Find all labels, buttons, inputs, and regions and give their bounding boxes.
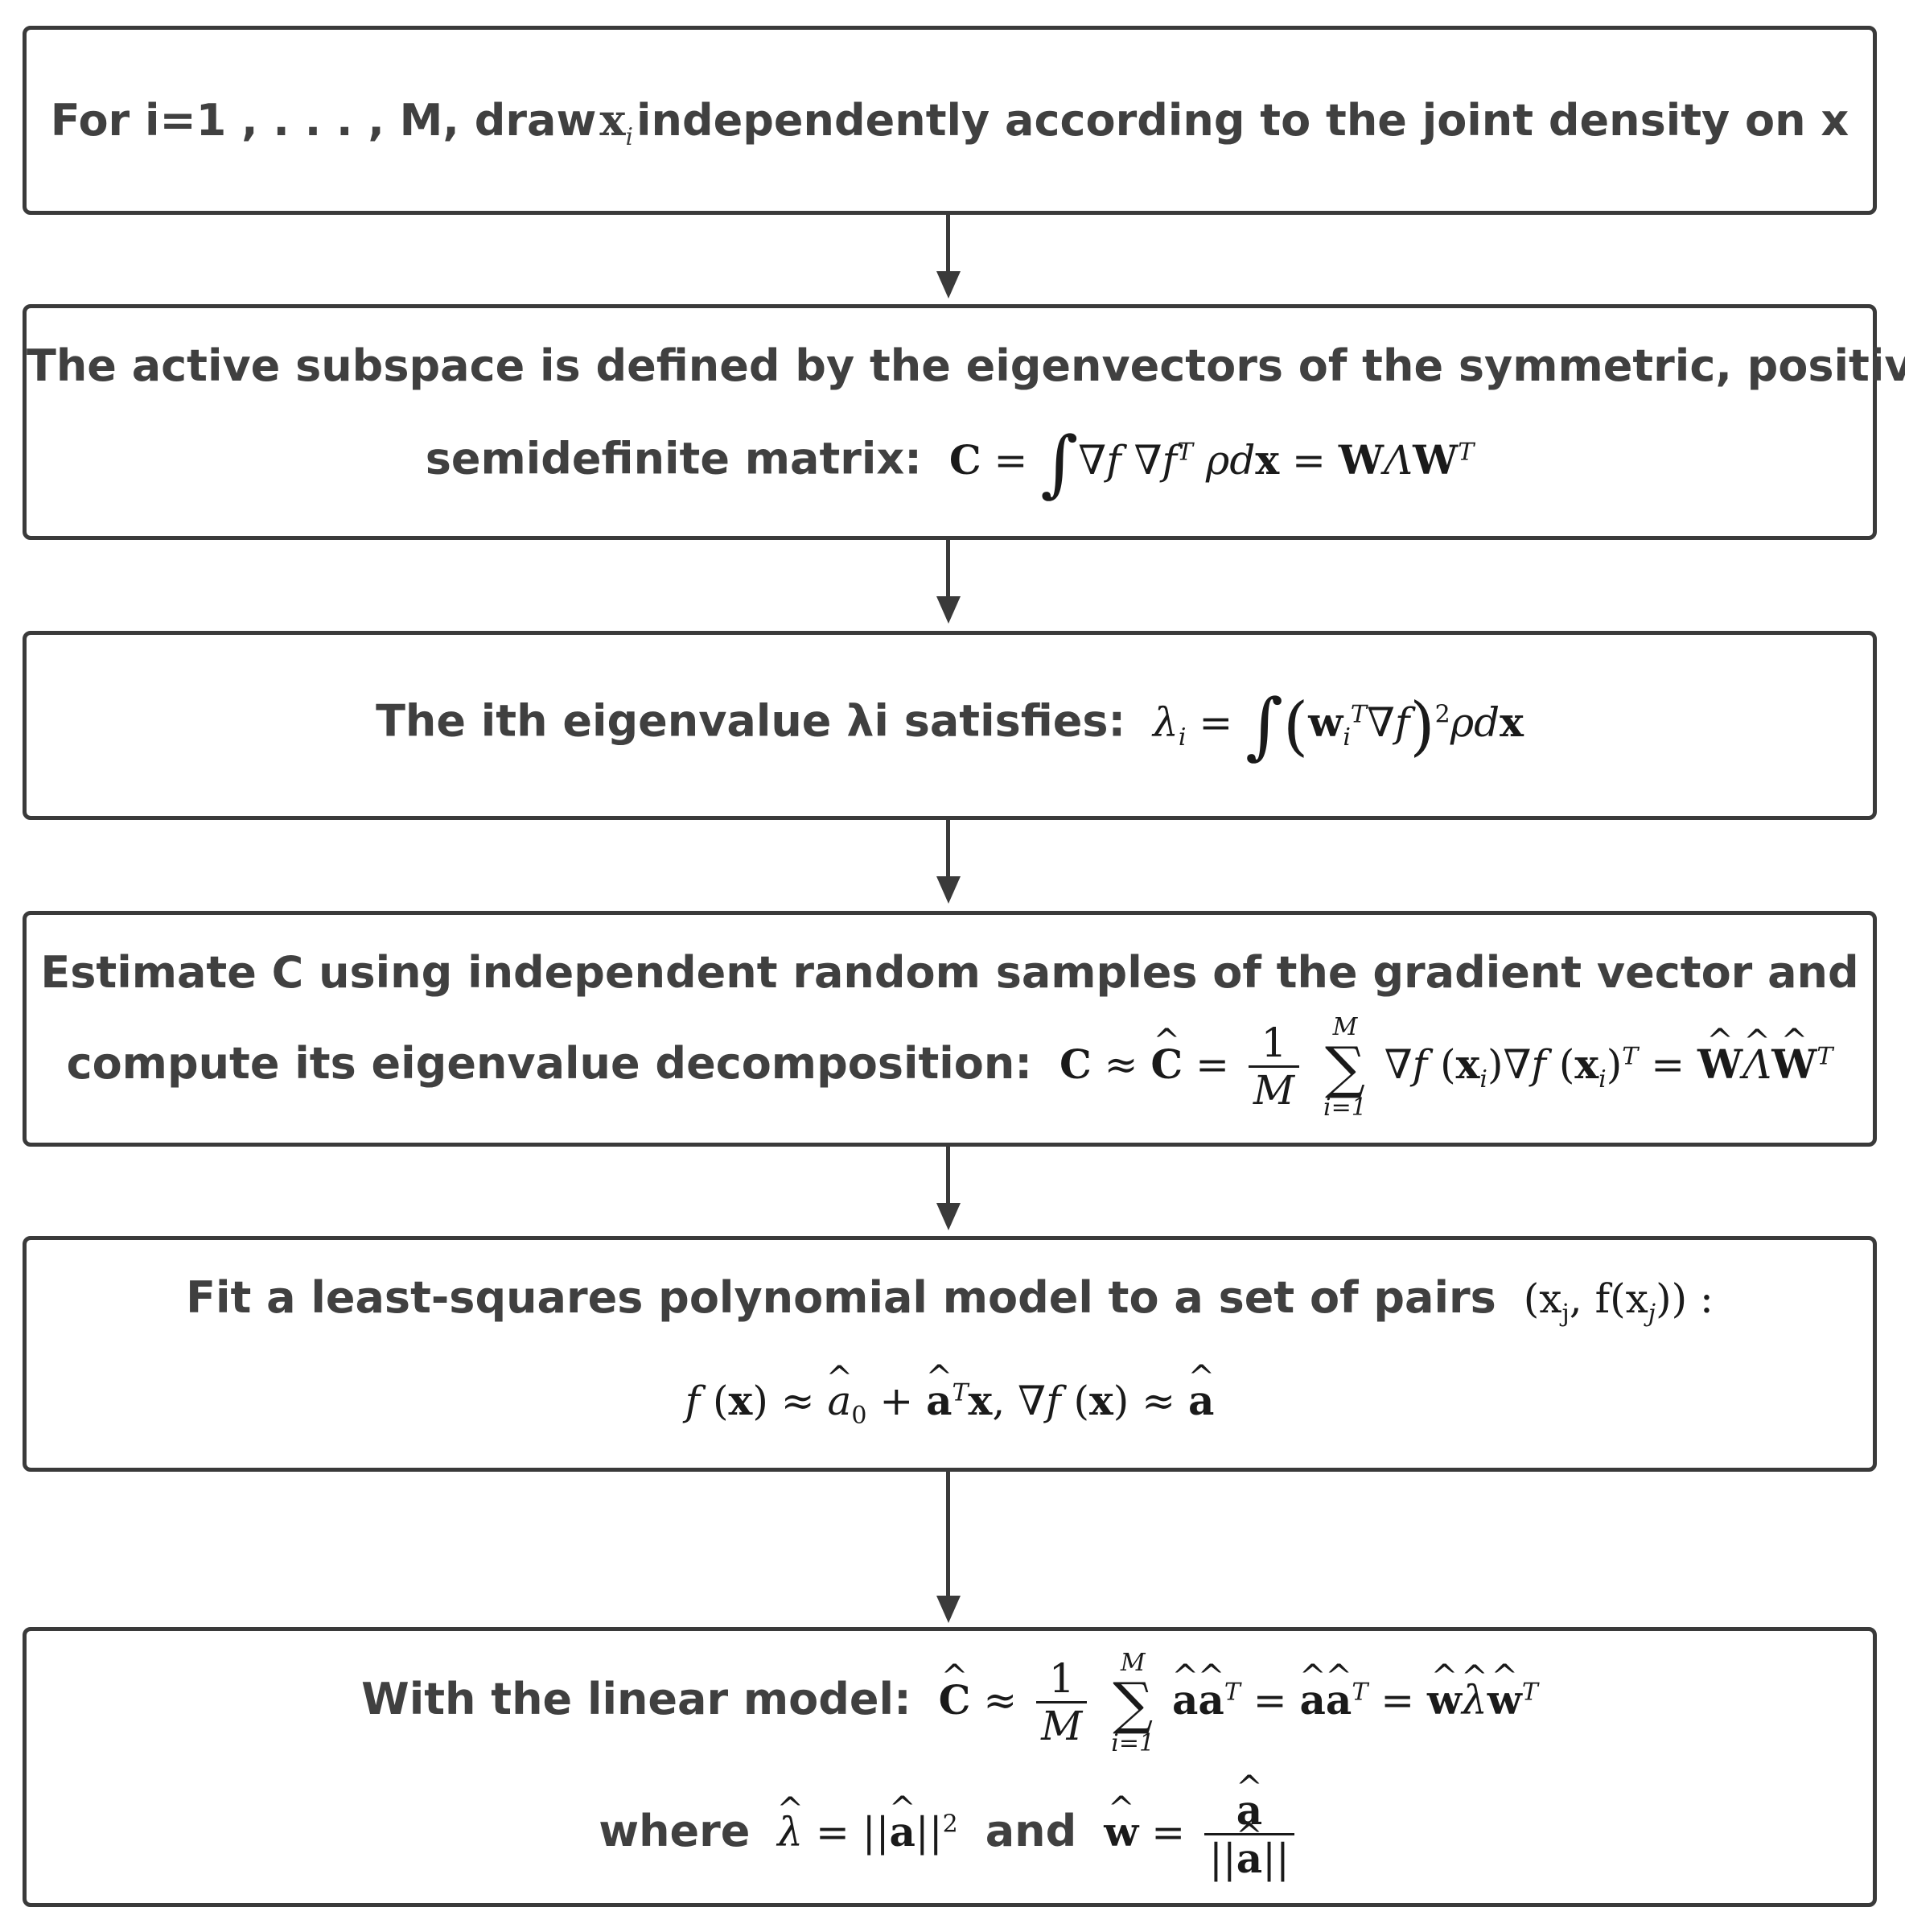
step-5-line-1: Fit a least-squares polynomial model to … [186,1272,1714,1328]
eigenvalue-formula: λi = ∫(wiT∇f)2ρdx [1153,683,1524,768]
covariance-formula: C = ∫∇f ∇fT ρdx = WΛWT [948,421,1475,505]
step-6-line-2: where λ = ||a||2 and w = a||a|| [27,1788,1873,1883]
step-2-line-2: semidefinite matrix: C = ∫∇f ∇fT ρdx = W… [425,421,1475,505]
step-1-text: For i=1 , . . . , M, draw [50,95,597,146]
step-1-box: For i=1 , . . . , M, draw xi independent… [23,26,1877,215]
step-5-box: Fit a least-squares polynomial model to … [23,1236,1877,1472]
lambda-hat-formula: λ = ||a||2 [777,1808,957,1856]
step-6-line-1: With the linear model: C ≈ 1M M∑i=1 aaT … [27,1651,1873,1756]
estimate-formula: C ≈ C = 1M M∑i=1 ∇f (xi)∇f (xi)T = WΛWT [1059,1015,1833,1120]
step-4-line-2: compute its eigenvalue decomposition: C … [27,1015,1873,1120]
step-4-box: Estimate C using independent random samp… [23,911,1877,1147]
step-3-box: The ith eigenvalue λi satisfies: λi = ∫(… [23,631,1877,820]
step-5-line-2: f (x) ≈ a0 + aTx, ∇f (x) ≈ a [27,1377,1873,1430]
step-1-text-2: independently according to the joint den… [636,95,1849,146]
linear-covariance-formula: C ≈ 1M M∑i=1 aaT = aaT = wλwT [939,1651,1538,1756]
w-hat-formula: w = a||a|| [1104,1788,1301,1882]
step-1-line: For i=1 , . . . , M, draw xi independent… [27,94,1873,151]
linear-model-formula: f (x) ≈ a0 + aTx, ∇f (x) ≈ a [685,1377,1215,1430]
step-3-line: The ith eigenvalue λi satisfies: λi = ∫(… [376,683,1524,768]
step-2-line-1: The active subspace is defined by the ei… [27,340,1905,391]
step-4-line-1: Estimate C using independent random samp… [40,947,1859,998]
pair-formula: (xj, f(xj)) : [1523,1275,1714,1328]
step-2-box: The active subspace is defined by the ei… [23,304,1905,540]
step-1-var: xi [599,94,634,151]
step-6-box: With the linear model: C ≈ 1M M∑i=1 aaT … [23,1627,1877,1907]
